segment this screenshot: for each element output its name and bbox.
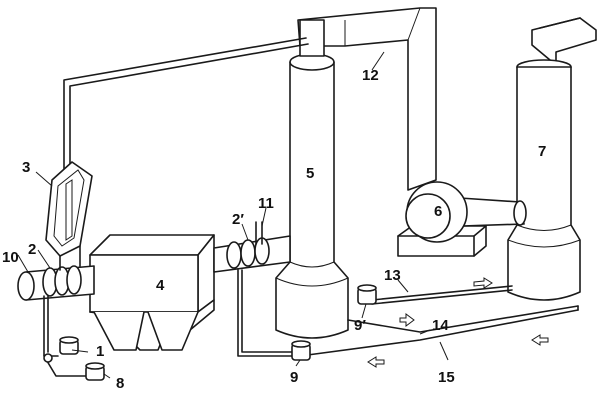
label-10: 10	[2, 249, 19, 266]
duct-10-inlet	[17, 271, 35, 301]
label-13: 13	[384, 267, 401, 284]
injector-3	[45, 37, 309, 271]
ring-2p-a	[226, 241, 242, 269]
label-7: 7	[538, 143, 546, 160]
label-14: 14	[432, 317, 449, 334]
circulation-lines	[237, 269, 579, 368]
tower-7	[507, 17, 597, 301]
fan-6	[397, 181, 527, 257]
label-2-prime: 2′	[232, 211, 244, 228]
unit-4-hopper-a	[93, 311, 145, 351]
flow-arrow-15-right	[531, 334, 549, 346]
line-3-to-5	[63, 37, 307, 173]
duct-10	[17, 265, 95, 301]
unit-4	[89, 234, 215, 351]
tower-7-body	[507, 66, 581, 301]
label-2: 2	[28, 241, 36, 258]
ring-2c	[66, 265, 82, 295]
unit-4-body	[89, 254, 199, 313]
line-14	[347, 305, 579, 333]
valve-1	[43, 353, 53, 363]
label-9: 9	[290, 369, 298, 386]
flow-arrow-15-left	[367, 356, 385, 368]
tower-7-outlet-elbow	[531, 17, 597, 66]
line-10-to-1	[43, 295, 59, 357]
flow-arrow-13	[473, 277, 493, 289]
flow-arrow-14	[399, 313, 415, 327]
label-1: 1	[96, 343, 104, 360]
label-11: 11	[258, 195, 274, 212]
label-5: 5	[306, 165, 314, 182]
duct-11	[213, 221, 291, 273]
label-9-prime: 9′	[354, 317, 366, 334]
label-6: 6	[434, 203, 442, 220]
label-4: 4	[156, 277, 165, 294]
tower-5-body	[275, 61, 349, 339]
tower-5	[275, 19, 349, 339]
labels: 3 2 10 4 1 8 2′ 11 5 12 6 7 13 9′ 14 9 1…	[2, 67, 546, 392]
label-3: 3	[22, 159, 30, 176]
ring-2p-b	[240, 239, 256, 267]
leader-lines	[17, 51, 449, 379]
line-13	[371, 285, 513, 301]
unit-4-hopper-b	[147, 311, 199, 351]
label-8: 8	[116, 375, 124, 392]
label-15: 15	[438, 369, 455, 386]
label-12: 12	[362, 67, 379, 84]
